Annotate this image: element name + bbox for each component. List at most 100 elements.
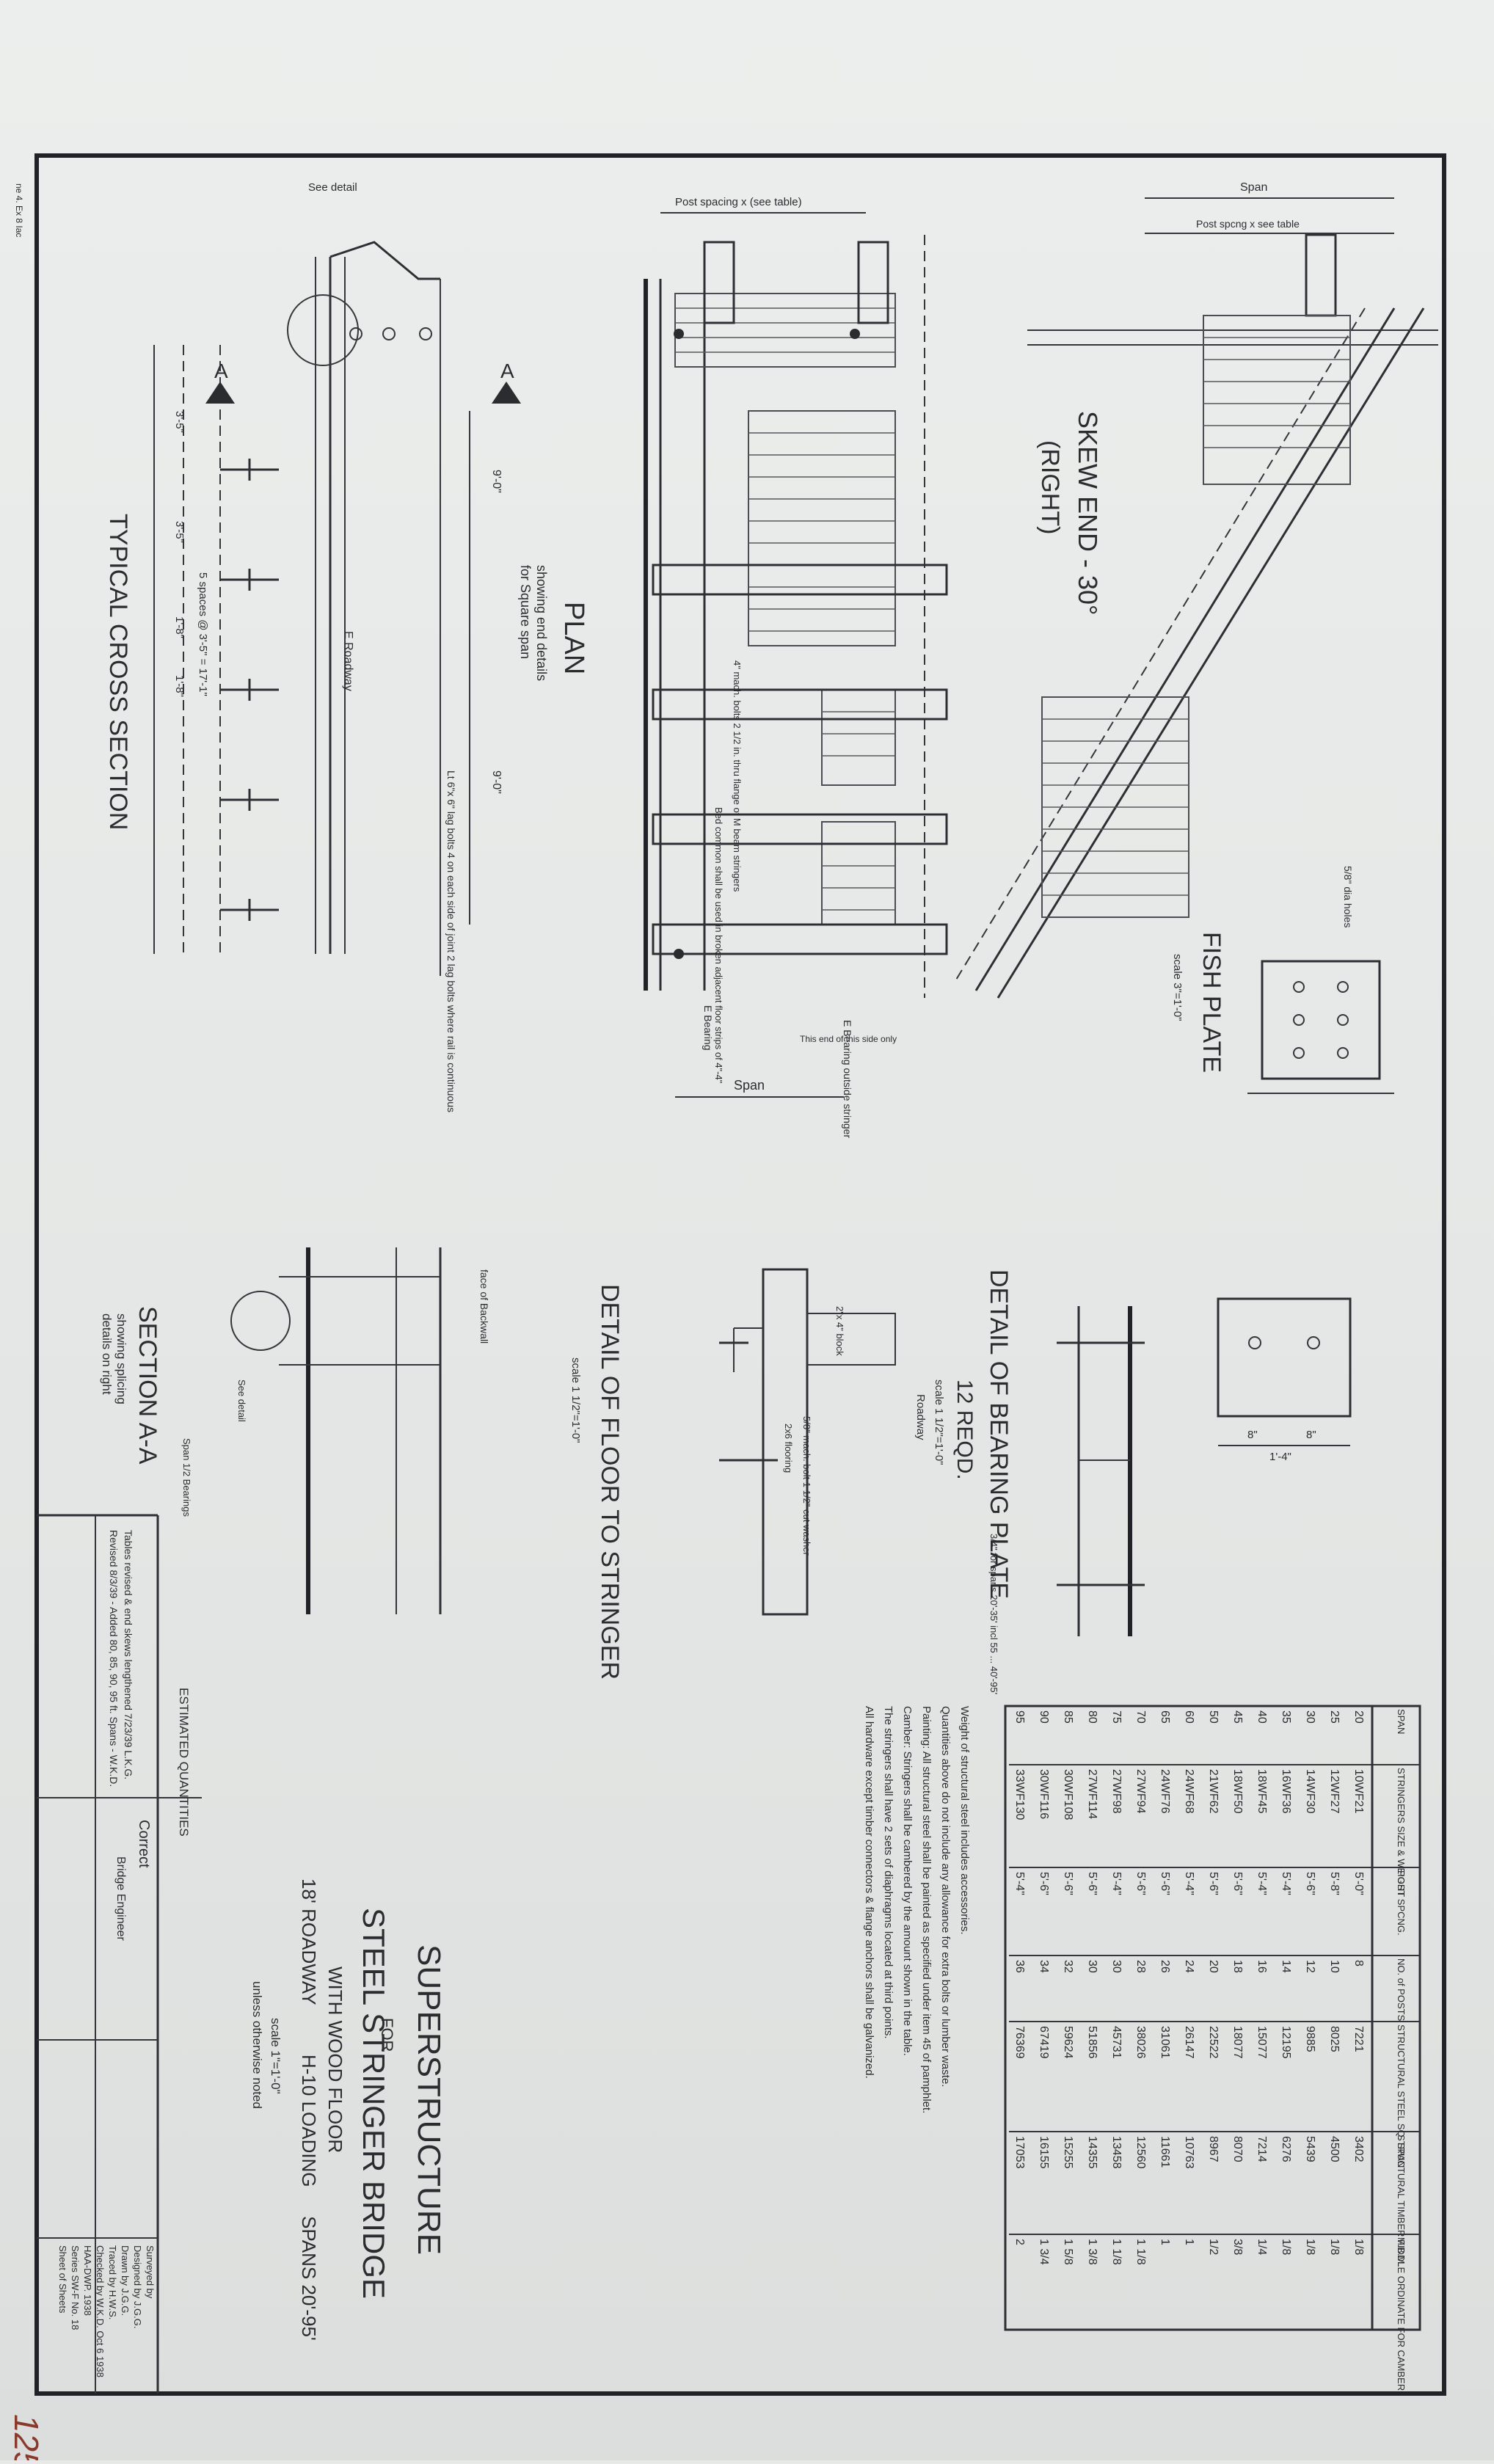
revision-note: Revised 8/3/39 - Added 80, 85, 90, 95 ft… bbox=[108, 1530, 120, 1787]
bearing-plate-title: DETAIL OF BEARING PLATE bbox=[985, 1269, 1013, 1599]
table-cell: 30 bbox=[1086, 1960, 1098, 1973]
table-cell: 60 bbox=[1183, 1710, 1195, 1724]
holes-note: 5/8" dia holes bbox=[1342, 866, 1354, 927]
detail-callout-circle bbox=[287, 294, 359, 366]
table-cell: 14355 bbox=[1086, 2136, 1098, 2169]
table-cell: 14WF30 bbox=[1304, 1769, 1316, 1814]
table-cell: 5'-6" bbox=[1086, 1872, 1098, 1895]
table-header-cell: POST SPCNG. bbox=[1396, 1870, 1407, 1936]
table-cell: 12195 bbox=[1280, 2026, 1292, 2059]
table-cell: 1/8 bbox=[1352, 2239, 1365, 2255]
table-cell: 65 bbox=[1159, 1710, 1171, 1724]
general-note-line: Painting: All structural steel shall be … bbox=[920, 1706, 933, 2113]
table-cell: 5'-6" bbox=[1134, 1872, 1147, 1895]
table-cell: 8025 bbox=[1328, 2026, 1341, 2052]
bearing-plate-detail: DETAIL OF BEARING PLATE 12 REQD. scale 1… bbox=[914, 1269, 1352, 1694]
table-cell: 38026 bbox=[1134, 2026, 1147, 2059]
table-cell: 33WF130 bbox=[1013, 1769, 1026, 1820]
block-label: 2"x 4" block bbox=[834, 1306, 845, 1356]
bearing-plate-subtitle: 12 REQD. bbox=[952, 1379, 977, 1480]
scale-note: unless otherwise noted bbox=[250, 1981, 264, 2109]
table-cell: 1 bbox=[1159, 2239, 1171, 2245]
table-cell: 51856 bbox=[1086, 2026, 1098, 2059]
table-cell: 18WF50 bbox=[1231, 1769, 1244, 1814]
table-cell: 5439 bbox=[1304, 2136, 1316, 2162]
roadway-centerline-label: E Roadway bbox=[342, 631, 354, 691]
table-cell: 27WF94 bbox=[1134, 1769, 1147, 1814]
table-cell: 16155 bbox=[1038, 2136, 1050, 2169]
table-cell: 5'-6" bbox=[1062, 1872, 1074, 1895]
table-cell: 20 bbox=[1207, 1960, 1220, 1973]
table-cell: 28 bbox=[1134, 1960, 1147, 1973]
table-cell: 5'-6" bbox=[1038, 1872, 1050, 1895]
table-cell: 90 bbox=[1038, 1710, 1050, 1724]
see-detail-label: See detail bbox=[236, 1379, 247, 1422]
table-cell: 20 bbox=[1352, 1710, 1365, 1724]
table-cell: 1 1/8 bbox=[1110, 2239, 1123, 2265]
table-cell: 59624 bbox=[1062, 2026, 1074, 2059]
drawing-title-for: FOR bbox=[378, 2018, 396, 2052]
table-cell: 95 bbox=[1013, 1710, 1026, 1724]
flooring-label: 2x6 flooring bbox=[783, 1424, 794, 1473]
bearing-plate-note: 3/4" for spans 20'-35' incl 55 ... 40'-9… bbox=[988, 1534, 999, 1694]
table-cell: 18077 bbox=[1231, 2026, 1244, 2059]
fish-plate-view: FISH PLATE scale 3"=1'-0" bbox=[1171, 932, 1394, 1094]
table-header-cell: STRUCTURAL STEEL SQ. SPAN bbox=[1396, 2024, 1407, 2168]
table-cell: 36 bbox=[1013, 1960, 1026, 1973]
table-cell: 5'-8" bbox=[1328, 1872, 1341, 1895]
bearing-plate-scale: scale 1 1/2"=1'-0" bbox=[933, 1379, 945, 1465]
table-cell: 30WF108 bbox=[1062, 1769, 1074, 1820]
table-cell: 75 bbox=[1110, 1710, 1123, 1724]
drawing-scale: scale 1"=1'-0" bbox=[269, 2018, 283, 2094]
table-header-cell: STRUCTURAL TIMBER F.B.M. bbox=[1396, 2135, 1407, 2267]
table-cell: 34 bbox=[1038, 1960, 1050, 1973]
outside-stringer-label: E Bearing outside stringer bbox=[842, 1020, 853, 1138]
table-cell: 3/8 bbox=[1231, 2239, 1244, 2255]
table-cell: 5'-4" bbox=[1256, 1872, 1268, 1895]
fish-plate-title: FISH PLATE bbox=[1198, 932, 1225, 1073]
spacing-note: 5 spaces @ 3'-5" = 17'-1" bbox=[197, 572, 209, 696]
table-cell: 32 bbox=[1062, 1960, 1074, 1973]
bridge-engineer-label: Bridge Engineer bbox=[114, 1856, 127, 1941]
sheet-of-sheets: Sheet of Sheets bbox=[57, 2245, 68, 2314]
table-cell: 1/2 bbox=[1207, 2239, 1220, 2255]
table-cell: 1 5/8 bbox=[1062, 2239, 1074, 2265]
table-cell: 12WF27 bbox=[1328, 1769, 1341, 1814]
table-cell: 45 bbox=[1231, 1710, 1244, 1724]
plan-note: Lt 6"x 6" lag bolts 4 on each side of jo… bbox=[445, 770, 457, 1112]
table-cell: 17053 bbox=[1013, 2136, 1026, 2169]
table-cell: 10WF21 bbox=[1352, 1769, 1365, 1814]
table-cell: 18 bbox=[1231, 1960, 1244, 1973]
revision-note: Tables revised & end skews lengthened 7/… bbox=[123, 1530, 134, 1779]
typical-cross-section-title: TYPICAL CROSS SECTION bbox=[104, 514, 132, 830]
table-cell: 10763 bbox=[1183, 2136, 1195, 2169]
table-cell: 1 1/8 bbox=[1134, 2239, 1147, 2265]
table-cell: 5'-4" bbox=[1183, 1872, 1195, 1895]
table-cell: 5'-4" bbox=[1280, 1872, 1292, 1895]
table-cell: 15077 bbox=[1256, 2026, 1268, 2059]
corner-note: ne 4. Ex 8 Iac bbox=[14, 183, 24, 237]
surveyed-by: Surveyed by bbox=[145, 2245, 156, 2299]
table-cell: 24WF68 bbox=[1183, 1769, 1195, 1814]
floor-detail-title: DETAIL OF FLOOR TO STRINGER bbox=[596, 1284, 624, 1680]
table-cell: 18WF45 bbox=[1256, 1769, 1268, 1814]
floor-detail-scale: scale 1 1/2"=1'-0" bbox=[569, 1357, 582, 1443]
designed-by: Designed by J.G.G. bbox=[132, 2245, 143, 2328]
title-block: Tables revised & end skews lengthened 7/… bbox=[37, 1514, 447, 2394]
bolt-label: 5/8" mach. bolt 1 1/2" cut washer bbox=[801, 1416, 812, 1556]
section-aa-subtitle: details on right bbox=[100, 1313, 114, 1395]
table-cell: 8 bbox=[1352, 1960, 1365, 1967]
table-cell: 80 bbox=[1086, 1710, 1098, 1724]
skew-end-subtitle: (RIGHT) bbox=[1036, 440, 1064, 534]
bolts-note: 4" mach. bolts 2 1/2 in. thru flange of … bbox=[732, 660, 743, 892]
general-note-line: Camber: Stringers shall be cambered by t… bbox=[901, 1706, 914, 2056]
post-spacing-label: Post spcng x see table bbox=[1196, 218, 1300, 230]
series-number: Series SW-F No. 18 bbox=[70, 2245, 81, 2330]
table-cell: 8967 bbox=[1207, 2136, 1220, 2162]
table-cell: 30WF116 bbox=[1038, 1769, 1050, 1819]
table-cell: 5'-0" bbox=[1352, 1872, 1365, 1895]
dimension-label: 9'-0" bbox=[490, 770, 503, 794]
table-cell: 14 bbox=[1280, 1960, 1292, 1973]
